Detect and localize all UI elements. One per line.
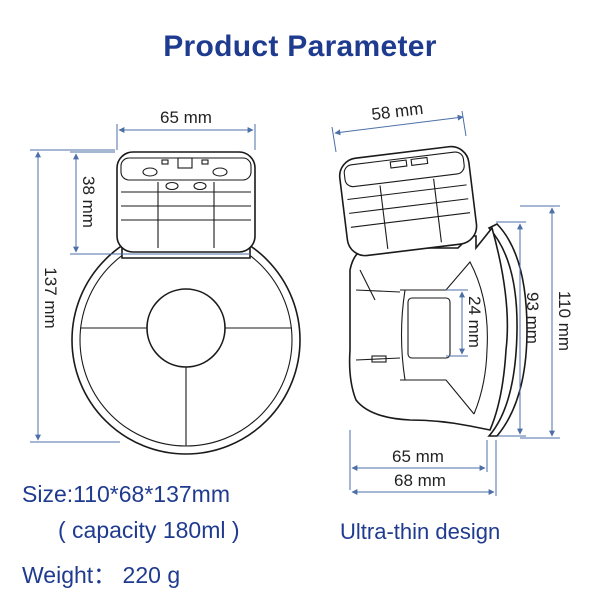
dim-shield-height: 93 mm (523, 292, 542, 344)
dim-motor-height: 38 mm (79, 176, 98, 228)
dim-side-width: 58 mm (370, 99, 424, 124)
button-icon (193, 181, 207, 191)
page-title: Product Parameter (163, 30, 437, 63)
spec-size: Size:110*68*137mm (22, 481, 230, 507)
button-icon (212, 167, 228, 177)
display-icon (177, 157, 193, 169)
dim-inner-depth: 24 mm (465, 296, 484, 348)
front-motor-block (116, 151, 256, 253)
button-icon (165, 181, 179, 191)
tagline: Ultra-thin design (340, 519, 501, 544)
front-center-circle (146, 288, 226, 368)
dim-total-width: 68 mm (394, 471, 446, 490)
dim-front-width: 65 mm (160, 108, 212, 127)
spec-weight: Weight： 220 g (22, 562, 181, 588)
dim-total-height: 137 mm (41, 267, 60, 328)
side-tunnel (407, 297, 451, 359)
dim-outer-height: 110 mm (555, 291, 574, 351)
spec-capacity: ( capacity 180ml ) (58, 517, 240, 543)
side-motor-block (338, 145, 478, 257)
front-view: 65 mm 38 mm 137 mm (30, 108, 301, 455)
dim-base-width: 65 mm (392, 447, 444, 466)
side-view: 58 mm 24 mm 93 mm 110 mm 65 mm 68 mm (331, 99, 574, 496)
button-icon (142, 167, 158, 177)
